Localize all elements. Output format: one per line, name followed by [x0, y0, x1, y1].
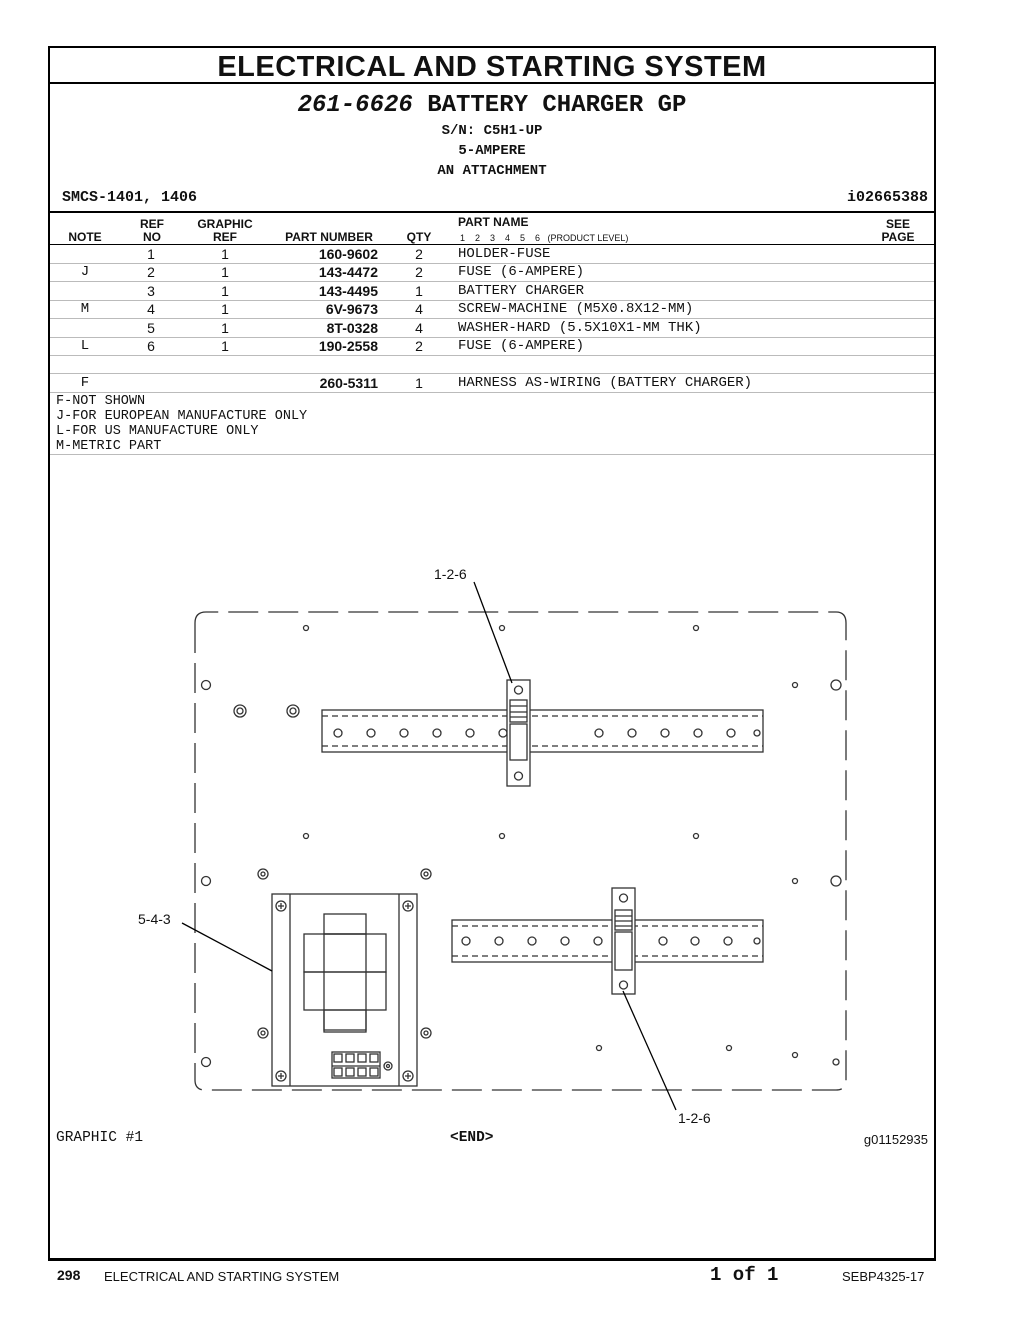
- bottom-din-rail: [451, 919, 764, 963]
- callout-top: 1-2-6: [434, 566, 467, 582]
- group-name: BATTERY CHARGER GP: [427, 92, 687, 119]
- section-title: ELECTRICAL AND STARTING SYSTEM: [50, 48, 934, 84]
- cell-name: HOLDER-FUSE: [458, 246, 551, 262]
- smcs-codes: SMCS-1401, 1406: [62, 189, 198, 206]
- page-frame: ELECTRICAL AND STARTING SYSTEM 261-6626 …: [48, 46, 936, 1261]
- cell-graphic: 1: [221, 282, 229, 299]
- cell-graphic: 1: [221, 264, 229, 281]
- col-ref-bottom: NO: [143, 230, 161, 244]
- cell-note: L: [80, 338, 90, 354]
- note-item: J-FOR EUROPEAN MANUFACTURE ONLY: [56, 409, 308, 424]
- cell-qty: 1: [415, 282, 423, 299]
- col-ref-top: REF: [140, 217, 164, 231]
- header-rule: [50, 211, 934, 213]
- table-row: J 2 1 143-4472 2 FUSE (6-AMPERE): [50, 263, 934, 283]
- header-bottom-rule: [50, 244, 934, 245]
- col-qty: QTY: [406, 230, 432, 244]
- table-row: 5 1 8T-0328 4 WASHER-HARD (5.5X10X1-MM THK): [50, 319, 934, 338]
- cell-name: BATTERY CHARGER: [458, 282, 585, 299]
- cell-note: J: [80, 264, 90, 281]
- col-see-bottom: PAGE: [881, 230, 915, 244]
- top-din-rail: [321, 709, 764, 753]
- page-number: 298: [57, 1267, 81, 1283]
- cell-pn: 143-4495: [318, 282, 378, 299]
- graphic-id: g01152935: [863, 1132, 928, 1147]
- note-item: L-FOR US MANUFACTURE ONLY: [56, 424, 259, 439]
- cell-ref: 3: [147, 282, 155, 299]
- doc-id: SEBP4325-17: [842, 1269, 925, 1284]
- cell-pn: 6V-9673: [325, 301, 378, 318]
- rating: 5-AMPERE: [458, 143, 526, 159]
- cell-note: M: [80, 301, 90, 318]
- leader-top: [473, 581, 513, 684]
- group-title: 261-6626 BATTERY CHARGER GP: [50, 92, 934, 119]
- panel-outline: [194, 623, 847, 1091]
- cell-name: SCREW-MACHINE (M5X0.8X12-MM): [458, 301, 694, 318]
- cell-ref: 6: [147, 338, 155, 354]
- top-fuse-holder: [506, 679, 531, 787]
- note-item: M-METRIC PART: [56, 439, 162, 454]
- cell-qty: 1: [415, 374, 423, 391]
- cell-ref: 1: [147, 246, 155, 262]
- graphic-label: GRAPHIC #1: [56, 1130, 144, 1146]
- serial-number: S/N: C5H1-UP: [441, 123, 543, 139]
- cell-note: F: [80, 374, 90, 391]
- footer-section: ELECTRICAL AND STARTING SYSTEM: [104, 1269, 340, 1284]
- col-note: NOTE: [68, 230, 102, 244]
- notes-list: F-NOT SHOWN J-FOR EUROPEAN MANUFACTURE O…: [56, 394, 307, 454]
- col-graphic-bottom: REF: [213, 230, 237, 244]
- product-level: 1 2 3 4 5 6 (PRODUCT LEVEL): [460, 233, 629, 243]
- table-row: 1 1 160-9602 2 HOLDER-FUSE: [50, 245, 934, 264]
- cell-name: HARNESS AS-WIRING (BATTERY CHARGER): [458, 374, 753, 391]
- cell-graphic: 1: [221, 246, 229, 262]
- cell-qty: 4: [415, 301, 423, 318]
- callout-left: 5-4-3: [138, 911, 171, 927]
- note-item: F-NOT SHOWN: [56, 394, 146, 409]
- cell-ref: 5: [147, 319, 155, 336]
- battery-charger: [271, 893, 418, 1087]
- table-row: L 6 1 190-2558 2 FUSE (6-AMPERE): [50, 337, 934, 356]
- cell-pn: 260-5311: [319, 374, 378, 391]
- table-row: [50, 355, 934, 375]
- cell-ref: 4: [147, 301, 155, 318]
- col-graphic-top: GRAPHIC: [197, 217, 253, 231]
- cell-name: FUSE (6-AMPERE): [458, 264, 585, 281]
- col-part-name: PART NAME: [458, 215, 529, 229]
- cell-pn: 8T-0328: [326, 319, 378, 336]
- page-of: 1 of 1: [710, 1264, 779, 1286]
- cell-qty: 2: [415, 338, 423, 354]
- group-number: 261-6626: [297, 92, 413, 119]
- cell-ref: 2: [147, 264, 155, 281]
- cell-qty: 2: [415, 246, 423, 262]
- table-row: 3 1 143-4495 1 BATTERY CHARGER: [50, 282, 934, 301]
- notes-rule: [50, 454, 934, 455]
- cell-pn: 190-2558: [318, 338, 378, 354]
- bottom-fuse-holder: [611, 887, 636, 995]
- leader-bottom: [622, 990, 677, 1111]
- table-row: M 4 1 6V-9673 4 SCREW-MACHINE (M5X0.8X12-MM): [50, 300, 934, 320]
- callout-bottom: 1-2-6: [678, 1110, 711, 1126]
- battery-charger-illustration: [181, 581, 847, 1111]
- col-see-top: SEE: [885, 217, 910, 231]
- leader-left: [181, 922, 273, 972]
- cell-pn: 143-4472: [318, 264, 378, 281]
- cell-graphic: 1: [221, 319, 229, 336]
- end-marker: <END>: [450, 1130, 494, 1146]
- cell-graphic: 1: [221, 338, 229, 354]
- illustration-id: i02665388: [846, 189, 928, 206]
- table-row: F 260-5311 1 HARNESS AS-WIRING (BATTERY CHA…: [50, 374, 934, 393]
- cell-name: FUSE (6-AMPERE): [458, 338, 585, 354]
- cell-graphic: 1: [221, 301, 229, 318]
- cell-qty: 4: [415, 319, 423, 336]
- col-part-number: PART NUMBER: [285, 230, 373, 244]
- cell-pn: 160-9602: [318, 246, 378, 262]
- cell-name: WASHER-HARD (5.5X10X1-MM THK): [458, 319, 702, 336]
- cell-qty: 2: [415, 264, 423, 281]
- attachment: AN ATTACHMENT: [437, 163, 547, 179]
